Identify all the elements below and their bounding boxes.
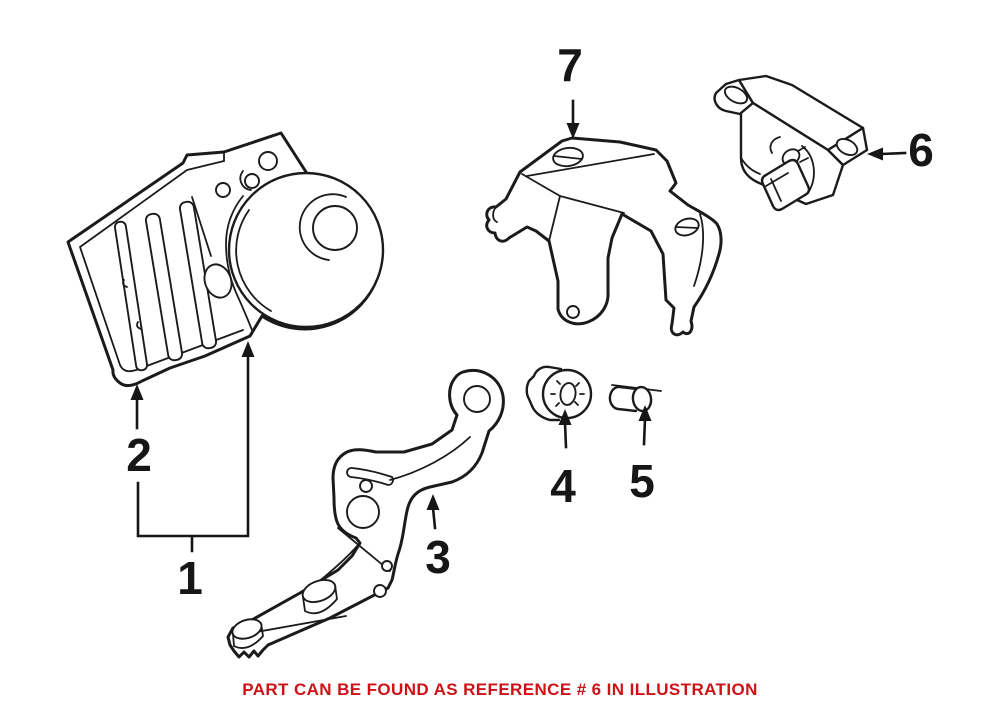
bracket-lobe-hole (463, 385, 491, 413)
wire-squiggle (239, 170, 252, 191)
pump-boss-curve (225, 195, 253, 331)
callout-label-2[interactable]: 2 (126, 429, 152, 481)
sleeve-body (608, 385, 639, 413)
callout-2: 2 (126, 384, 152, 481)
sensor-module-drawing (713, 74, 869, 212)
callout-label-4[interactable]: 4 (550, 460, 576, 512)
callout-label-3[interactable]: 3 (425, 531, 451, 583)
hook-inner-curl (492, 206, 498, 223)
bracket-small-hole (359, 479, 373, 493)
upper-bracket-foot-hole (566, 305, 580, 319)
callout-4-arrowhead (558, 409, 572, 425)
motor-hub (312, 205, 358, 251)
callout-6-leader (879, 151, 907, 156)
callout-6: 6 (867, 124, 934, 176)
motor-hub-arc (298, 193, 347, 261)
abs-hydraulic-unit-drawing (66, 131, 385, 388)
bracket-large-hole (346, 495, 380, 529)
sensor-ear-hole (723, 85, 749, 105)
sensor-connector-plug (760, 146, 811, 212)
ecu-detail-mark (136, 321, 142, 330)
motor-inner-ring (235, 209, 272, 312)
callout-label-7[interactable]: 7 (557, 39, 583, 91)
abs-cover-seam (79, 160, 244, 373)
upper-bracket-drawing (485, 136, 723, 337)
bracket-boss (231, 618, 264, 649)
callout-1-bracket-line (136, 353, 250, 553)
upper-bracket-crease (548, 195, 561, 242)
callout-1-arrowhead (241, 341, 255, 357)
callout-6-arrowhead (867, 147, 883, 161)
callout-3: 3 (425, 494, 451, 583)
callout-5-leader (642, 417, 647, 446)
bracket-arm-inner-line (389, 436, 471, 481)
reference-caption: PART CAN BE FOUND AS REFERENCE # 6 IN IL… (242, 680, 758, 699)
valve-cap (244, 173, 260, 189)
grommet-center-hole (559, 382, 577, 406)
sensor-ear-hole (835, 137, 859, 157)
sensor-socket-arc (769, 136, 781, 154)
pump-port-oval (203, 263, 233, 299)
bracket-boss (301, 578, 338, 615)
upper-bracket-side-crease (693, 213, 705, 287)
grommet-drawing (525, 365, 593, 422)
callout-3-arrowhead (426, 494, 440, 510)
callout-4-leader (563, 421, 568, 449)
callout-7: 7 (557, 39, 583, 139)
callout-7-arrowhead (566, 123, 580, 139)
upper-bracket-outline (485, 136, 723, 337)
callout-4: 4 (550, 409, 576, 512)
block-divider-line (191, 196, 212, 257)
upper-bracket-bend-line (526, 153, 655, 177)
ecu-ribs (113, 200, 218, 372)
callout-5: 5 (629, 405, 655, 507)
sleeve-drawing (608, 384, 662, 413)
grommet-tick-marks (550, 380, 585, 407)
screw-slot (674, 217, 700, 237)
bracket-arm-hole (373, 584, 387, 598)
callout-label-6[interactable]: 6 (908, 124, 934, 176)
callout-3-leader (431, 506, 437, 530)
callout-label-1[interactable]: 1 (177, 552, 203, 604)
bracket-face-crease (337, 527, 391, 572)
callout-2-arrowhead (130, 384, 144, 400)
bracket-slot (346, 467, 394, 486)
valve-cap (215, 182, 231, 198)
valve-cap (258, 151, 278, 171)
pump-motor-circle (227, 171, 385, 329)
sensor-bottom-seam (740, 157, 761, 175)
bracket-arm-hole (381, 560, 393, 572)
callout-5-arrowhead (638, 405, 652, 421)
callout-1: 1 (136, 341, 255, 604)
screw-slot (552, 146, 584, 168)
callout-label-5[interactable]: 5 (629, 455, 655, 507)
ecu-detail-mark (122, 279, 128, 288)
lower-bracket-drawing (226, 369, 505, 659)
